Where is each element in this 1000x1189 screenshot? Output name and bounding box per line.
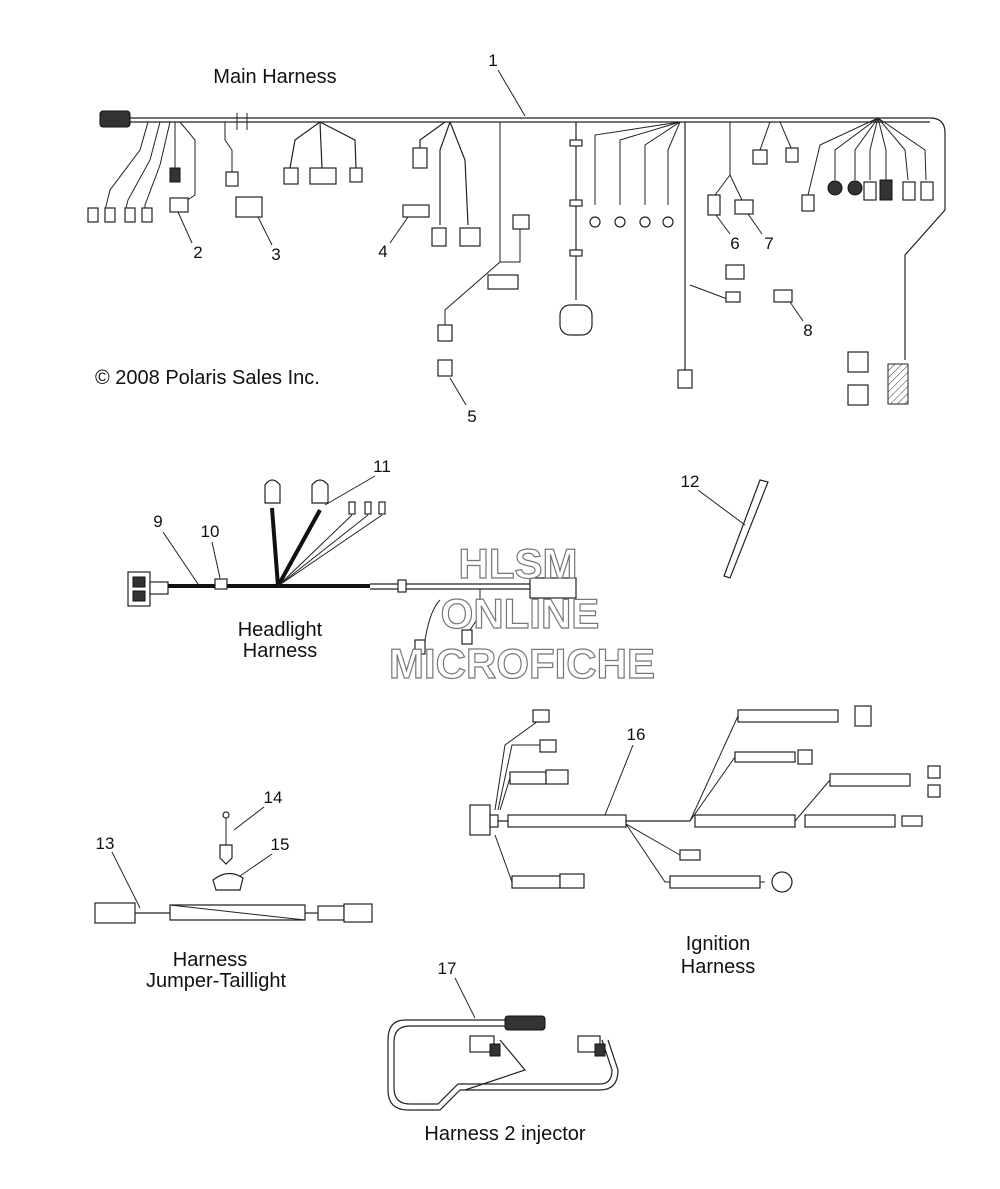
headlight-title-line1: Headlight: [238, 619, 323, 641]
main-connector-plug: [99, 110, 131, 128]
callout-11: 11: [373, 457, 391, 476]
callout-16: 16: [627, 725, 646, 744]
callout-13: 13: [96, 834, 115, 853]
injector-main-connector: [504, 1015, 546, 1031]
part-14-fastener: [219, 844, 233, 865]
jumper-connector-right: [343, 903, 373, 923]
headlight-harness-assembly: [127, 479, 577, 655]
callout-4: 4: [378, 242, 387, 261]
callout-5: 5: [467, 407, 476, 426]
part-12-tie-strap: [723, 479, 769, 579]
part-2-component: [169, 197, 189, 213]
callout-9: 9: [153, 512, 162, 531]
callout-7: 7: [764, 234, 773, 253]
jumper-taillight-assembly: [94, 811, 373, 924]
callout-14: 14: [264, 788, 283, 807]
callouts-headlight: 9 10 11: [153, 457, 391, 585]
callouts-jumper: 13 14 15: [96, 788, 290, 909]
ignition-harness-assembly: [469, 705, 941, 893]
part-4-component: [402, 204, 430, 218]
callout-10: 10: [201, 522, 220, 541]
part-3-relay: [235, 196, 263, 218]
part-15-clip: [212, 872, 244, 891]
callout-6: 6: [730, 234, 739, 253]
part-5-connector: [437, 359, 453, 377]
callout-1: 1: [488, 51, 497, 70]
watermark-line2: ONLINE: [441, 590, 600, 637]
ignition-title-line1: Ignition: [686, 933, 751, 955]
headlight-end-connector: [529, 577, 577, 599]
jumper-title-line1: Harness: [173, 949, 247, 971]
callout-2: 2: [193, 243, 202, 262]
watermark-line1: HLSM: [459, 540, 578, 587]
callouts-main: 1 2 3 4 5 6 7 8: [177, 51, 813, 426]
ignition-main-connector: [469, 804, 491, 836]
part-8-connector: [773, 289, 793, 303]
injector-title: Harness 2 injector: [424, 1123, 586, 1145]
copyright-notice: © 2008 Polaris Sales Inc.: [95, 367, 320, 389]
part-7-connector: [734, 199, 754, 215]
callout-15: 15: [271, 835, 290, 854]
part-6-connector: [707, 194, 721, 216]
callout-12: 12: [681, 472, 700, 491]
callout-8: 8: [803, 321, 812, 340]
ignition-title-line2: Harness: [681, 956, 755, 978]
part-10-clip: [214, 578, 228, 590]
main-harness-title: Main Harness: [213, 66, 336, 88]
headlight-title-line2: Harness: [243, 640, 317, 662]
callout-17: 17: [438, 959, 457, 978]
injector-harness-assembly: [387, 1015, 619, 1111]
watermark-line3: MICROFICHE: [389, 640, 655, 687]
main-connector-a: [169, 167, 181, 183]
callout-3: 3: [271, 245, 280, 264]
main-harness-assembly: [87, 110, 946, 406]
jumper-title-line2: Jumper-Taillight: [146, 970, 286, 992]
watermark: HLSM ONLINE MICROFICHE: [388, 539, 655, 687]
jumper-connector-left: [94, 902, 136, 924]
